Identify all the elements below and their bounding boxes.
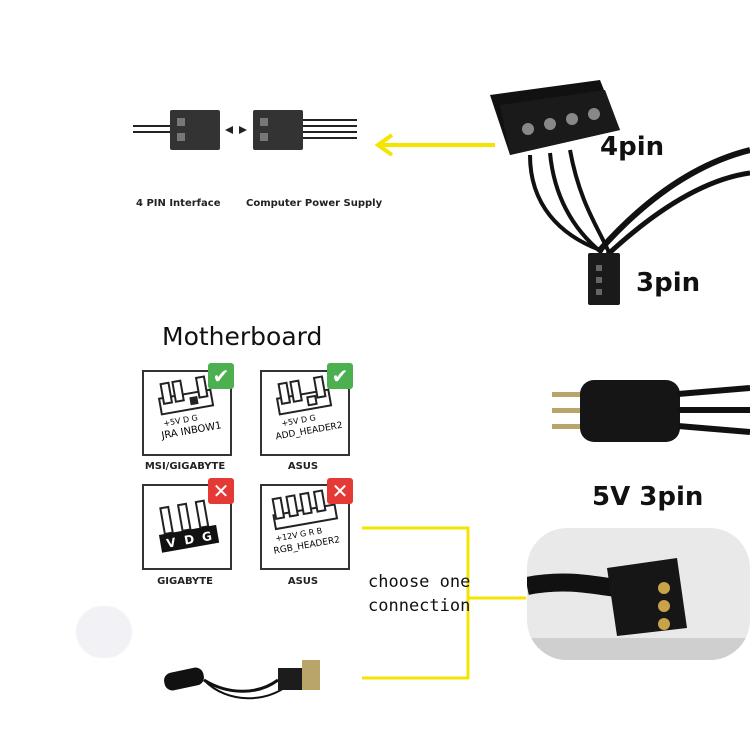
label-3pin: 3pin (636, 268, 701, 298)
pin-letter-g: G (201, 529, 213, 544)
pin-letter-v: V (165, 535, 177, 551)
molex-connector-photo (490, 80, 750, 305)
board-gigabyte: V D G (142, 484, 232, 570)
cross-icon: ✕ (327, 478, 353, 504)
label-4pin: 4pin (600, 132, 665, 162)
label-5v-3pin: 5V 3pin (592, 482, 704, 512)
board3-brand: GIGABYTE (157, 576, 213, 587)
board4-brand: ASUS (287, 576, 319, 587)
label-4pin-interface: 4 PIN Interface (136, 198, 221, 209)
argb-connector-photo (552, 380, 750, 442)
choose-line1: choose one (368, 572, 471, 592)
check-icon: ✔ (208, 363, 234, 389)
faint-circle (76, 606, 132, 658)
board-asus-add: +5V D G ADD_HEADER2 (260, 370, 350, 456)
yellow-arrow (374, 133, 495, 157)
choose-line2: connection (368, 596, 471, 616)
header-pins-icon: +5V D G ADD_HEADER2 (275, 375, 343, 442)
header-pins-icon: +12V G R B RGB_HEADER2 (271, 489, 341, 557)
check-icon: ✔ (327, 363, 353, 389)
argb-controller-photo (164, 660, 320, 700)
header-pins-icon: V D G (158, 499, 220, 553)
pin-letter-d: D (183, 532, 195, 548)
molex-diagram (133, 110, 357, 150)
board2-brand: ASUS (287, 461, 319, 472)
choose-connection-text: choose one connection (368, 570, 470, 618)
board1-brand: MSI/GIGABYTE (144, 461, 226, 472)
header-pins-icon: +5V D G JRA INBOW1 (157, 375, 222, 442)
label-computer-power-supply: Computer Power Supply (246, 198, 383, 209)
yellow-bracket (362, 526, 526, 680)
cross-icon: ✕ (208, 478, 234, 504)
motherboard-title: Motherboard (162, 322, 323, 351)
argb-connector-closeup-photo (527, 528, 750, 660)
